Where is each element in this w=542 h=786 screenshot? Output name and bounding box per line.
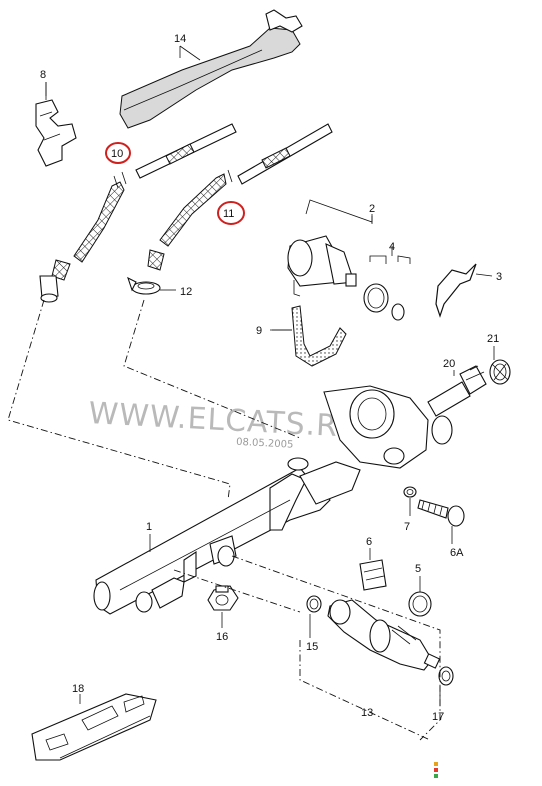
fuel-rail-1 [93,457,361,615]
highlight-marks [105,142,245,225]
clip-7 [359,559,387,591]
o-rings-4 [363,246,411,321]
part-number-16: 14 [174,33,186,45]
assembly-lines [7,299,441,741]
watermark: WWW.ELCATS.RU [88,396,362,445]
leader-lines [45,46,495,706]
nut-18 [207,585,239,611]
hose-clamp-15 [127,276,161,295]
part-number-10: 7 [404,521,410,533]
part-number-4: 4 [389,241,395,253]
part-labels: 14 8 10 11 2 4 3 12 9 20 21 7 6A 1 6 5 1… [40,33,502,723]
part-number-15: 12 [180,286,192,298]
part-number-1: 1 [146,521,152,533]
part-number-14: 11 [223,208,234,220]
part-number-12: 8 [40,69,46,81]
pressure-regulator-2 [287,199,373,297]
injector-5 [327,599,441,671]
vacuum-hose-11 [270,305,347,367]
o-ring-6 [306,595,322,613]
regulator-housing [323,385,453,469]
clip-12 [35,82,77,167]
indicator-dot-bottom [434,774,438,778]
o-ring-8 [408,591,432,617]
bracket-17 [31,693,157,761]
highlight-circle-13 [105,142,131,164]
washer-10 [403,486,417,498]
heat-shield-16 [119,9,303,129]
part-number-2: 2 [369,203,375,215]
connector-21 [489,359,511,385]
part-number-6a: 17 [432,711,444,723]
seal-6a [438,666,454,686]
sender-20 [427,365,487,417]
indicator-dot-middle [434,768,438,772]
part-number-21: 21 [487,333,499,345]
retaining-clip-3 [435,263,493,318]
part-number-9: 6A [450,547,464,559]
fuel-hose-14 [147,123,333,271]
part-number-7: 6 [366,536,372,548]
part-number-18: 16 [216,631,228,643]
indicator-dots [434,762,438,778]
part-number-13: 10 [111,148,123,160]
part-number-6: 15 [306,641,318,653]
part-number-20: 20 [443,358,455,370]
part-number-5: 13 [361,707,373,719]
part-number-17: 18 [72,683,84,695]
indicator-dot-top [434,762,438,766]
fuel-hose-13 [39,123,237,303]
part-number-8: 5 [415,563,421,575]
part-number-3: 3 [496,271,502,283]
date-stamp: 08.05.2005 [236,437,294,451]
bolt-9 [417,499,465,527]
part-number-11: 9 [256,325,262,337]
highlight-circle-14 [217,201,245,225]
